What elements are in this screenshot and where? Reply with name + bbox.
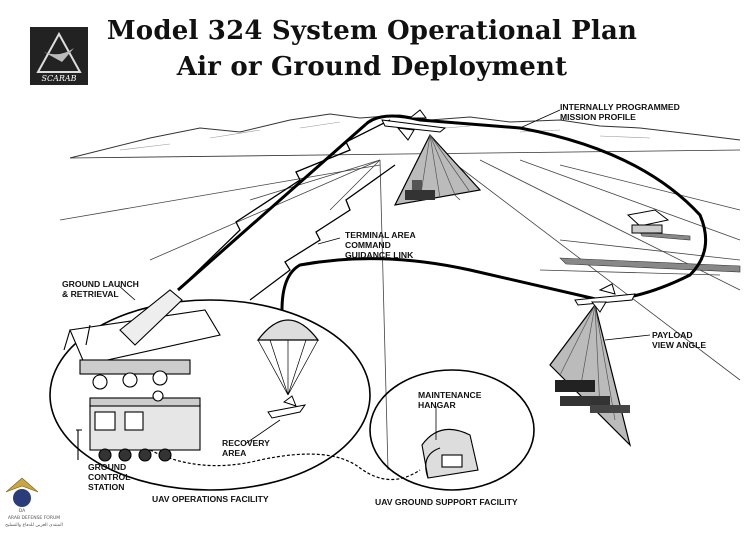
- operations-facility-boundary: [49, 299, 371, 491]
- leader-lines: [117, 109, 651, 445]
- uav-aircraft-landing: [626, 209, 670, 234]
- label-recovery-1: RECOVERY: [222, 438, 270, 448]
- uav-aircraft-right: [574, 283, 636, 313]
- runway: [559, 231, 741, 273]
- support-facility-boundary: [369, 369, 535, 491]
- maintenance-hangar: [421, 428, 479, 479]
- label-terminal-3: GUIDANCE LINK: [345, 250, 414, 260]
- label-launch-1: GROUND LAUNCH: [62, 279, 139, 289]
- label-station-2: CONTROL: [88, 472, 131, 482]
- forum-watermark: DA ARAB DEFENSE FORUM المنتدى العربي للد…: [5, 477, 63, 528]
- target-view-cone: [393, 133, 482, 206]
- guidance-link: [177, 119, 396, 301]
- recovery-parachute: [256, 319, 320, 396]
- label-payload-1: PAYLOAD: [652, 330, 693, 340]
- uav-recovery: [267, 395, 307, 419]
- label-mission-profile-1: INTERNALLY PROGRAMMED: [560, 102, 680, 112]
- label-station-1: GROUND: [88, 462, 126, 472]
- ground-control-truck: [76, 390, 201, 462]
- uav-aircraft-top: [381, 109, 447, 141]
- label-support-facility: UAV GROUND SUPPORT FACILITY: [375, 497, 518, 507]
- launch-trailer: [63, 289, 221, 390]
- title-line-2: Air or Ground Deployment: [176, 52, 568, 82]
- label-launch-2: & RETRIEVAL: [62, 289, 119, 299]
- watermark-line-2: ARAB DEFENSE FORUM: [8, 515, 60, 521]
- watermark-line-3: المنتدى العربي للدفاع والتسليح: [5, 523, 63, 528]
- label-station-3: STATION: [88, 482, 124, 492]
- label-ops-facility: UAV OPERATIONS FACILITY: [152, 494, 269, 504]
- label-recovery-2: AREA: [222, 448, 246, 458]
- scarab-logo: SCARAB: [30, 27, 88, 85]
- mission-profile-path: [177, 114, 708, 311]
- label-maintenance-1: MAINTENANCE: [418, 390, 482, 400]
- label-terminal-1: TERMINAL AREA: [345, 230, 416, 240]
- label-terminal-2: COMMAND: [345, 240, 391, 250]
- label-maintenance-2: HANGAR: [418, 400, 457, 410]
- payload-view-cone: [549, 303, 632, 447]
- logo-text: SCARAB: [41, 74, 76, 83]
- connection-cable: [149, 449, 421, 481]
- label-payload-2: VIEW ANGLE: [652, 340, 706, 350]
- label-mission-profile-2: MISSION PROFILE: [560, 112, 636, 122]
- watermark-line-1: DA: [19, 508, 26, 514]
- title-line-1: Model 324 System Operational Plan: [106, 16, 638, 46]
